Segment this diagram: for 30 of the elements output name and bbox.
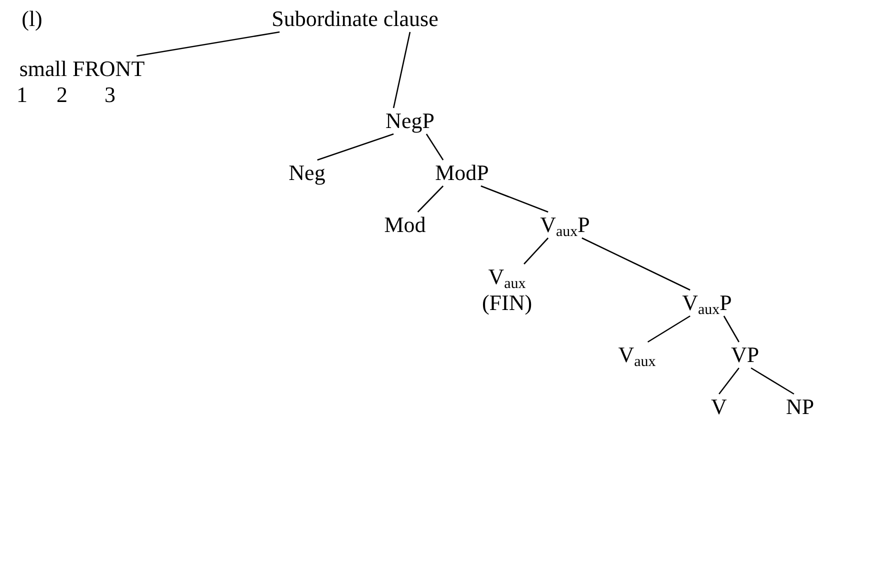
tree-branch [718,368,740,394]
position-number: 1 [16,82,28,108]
node-text: V$_{aux}$P [540,212,590,238]
position-number: 3 [104,82,116,108]
tree-branch [647,315,690,343]
tree-branch [582,237,690,291]
node-text: (FIN) [482,290,532,316]
tree-branch [136,31,280,57]
node-text: V$_{aux}$P [682,290,732,316]
position-number: 2 [56,82,68,108]
node-text: Neg [288,160,326,186]
node-text: Mod [384,212,426,238]
tree-branch [750,367,794,395]
node-text: ModP [435,160,489,186]
tree-branch [417,186,444,212]
node-text: V [711,394,727,420]
tree-branch [480,185,548,213]
node-text: small FRONT [19,56,145,82]
tree-branch [723,316,740,342]
node-text: VP [730,342,760,368]
node-text: NegP [386,108,434,134]
tree-branch [524,238,549,264]
node-text: NP [786,394,814,420]
node-text: Subordinate clause [272,6,438,32]
node-text: V$_{aux}$ [488,264,526,290]
node-text: V$_{aux}$ [618,342,656,368]
example-number: (l) [22,6,42,32]
tree-branch [392,32,411,108]
tree-branch [426,134,444,160]
tree-branch [317,133,394,161]
